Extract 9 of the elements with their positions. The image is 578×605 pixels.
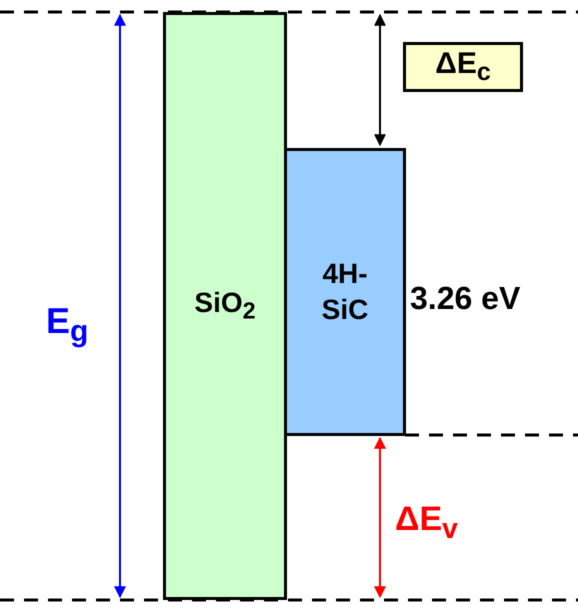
box-label: 4H-SiC bbox=[320, 257, 370, 327]
oxide-band-box bbox=[163, 12, 287, 600]
box-label: SiO$_{2}$ bbox=[194, 287, 256, 325]
box-label: ΔE$_{c}$ bbox=[435, 47, 491, 87]
valence-offset-label: ΔE$_{v}$ bbox=[395, 500, 458, 546]
semiconductor-band-box bbox=[284, 148, 406, 436]
bandgap-label: E$_{g}$ bbox=[46, 300, 88, 350]
conduction-offset-box bbox=[403, 42, 523, 92]
bandgap-value: 3.26 eV bbox=[410, 280, 520, 317]
